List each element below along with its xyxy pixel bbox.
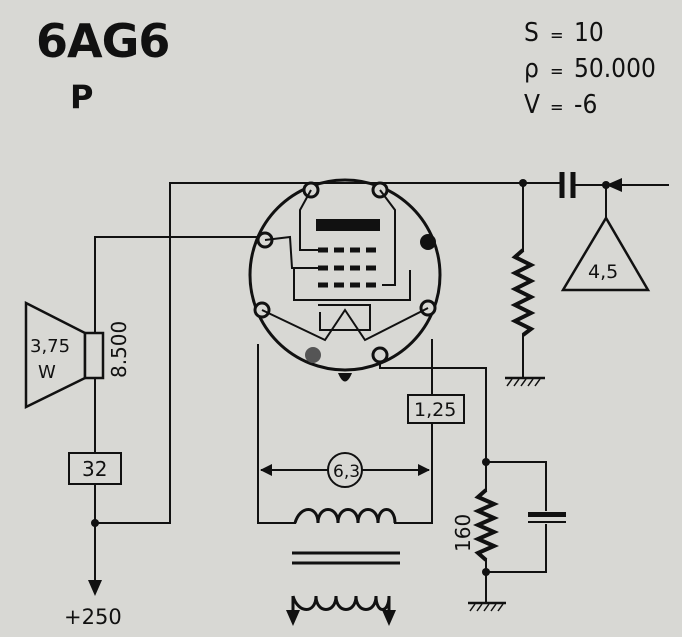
param-s: S=10 [524, 18, 604, 48]
screen-value: 32 [82, 457, 107, 481]
ground-2-hatch [469, 603, 504, 612]
junction-5 [482, 568, 490, 576]
coupling-capacitor [559, 172, 576, 198]
arrow-right [418, 464, 430, 476]
wire-cap-branch [485, 461, 547, 511]
cathode-value: 1,25 [414, 399, 456, 421]
wire-screen [94, 182, 171, 524]
heater-transformer [291, 508, 397, 611]
param-rho: ρ=50.000 [524, 54, 656, 84]
tube-internal-d [293, 268, 411, 301]
pin-8 [305, 347, 321, 363]
arrow-left [260, 464, 272, 476]
tube-plate [316, 219, 380, 231]
tube-base [338, 373, 352, 382]
pin-7 [371, 346, 389, 364]
speaker [24, 300, 105, 410]
tube-internal-b [379, 189, 396, 286]
wire-heater-left [257, 344, 296, 524]
tube-cathode [318, 304, 371, 331]
speaker-unit: W [38, 362, 56, 383]
pin-4 [420, 234, 436, 250]
arrow-supply [88, 580, 102, 596]
wire-cap-low [485, 524, 547, 573]
ground-1-hatch [506, 378, 541, 387]
tube-internal-a [299, 189, 318, 251]
arrow-heater-a [286, 610, 300, 626]
bypass-capacitor [528, 512, 566, 523]
tube-heater [261, 307, 429, 342]
heater-voltage: 6,3 [333, 462, 360, 482]
speaker-impedance: 8.500 [107, 321, 131, 378]
cathode-box [407, 394, 465, 424]
tube-name: 6AG6 [36, 14, 170, 68]
arrow-heater-b [382, 610, 396, 626]
cathode-resistor-value: 160 [451, 514, 475, 552]
junction-3 [91, 519, 99, 527]
screen-box [68, 452, 122, 485]
tube-envelope [248, 178, 442, 372]
arrow-input [606, 178, 622, 192]
cathode-resistor [473, 488, 499, 562]
param-v: V=-6 [524, 90, 598, 120]
junction-4 [482, 458, 490, 466]
grid-resistor [510, 248, 536, 337]
heater-voltage-circle [327, 452, 363, 488]
tube-internal-c [264, 235, 318, 269]
speaker-power: 3,75 [30, 336, 70, 357]
junction-1 [519, 179, 527, 187]
input-level: 4,5 [588, 261, 618, 283]
supply-voltage: +250 [64, 605, 122, 629]
input-pot-triangle [560, 215, 651, 292]
tube-type: P [70, 78, 94, 116]
junction-2 [602, 181, 610, 189]
